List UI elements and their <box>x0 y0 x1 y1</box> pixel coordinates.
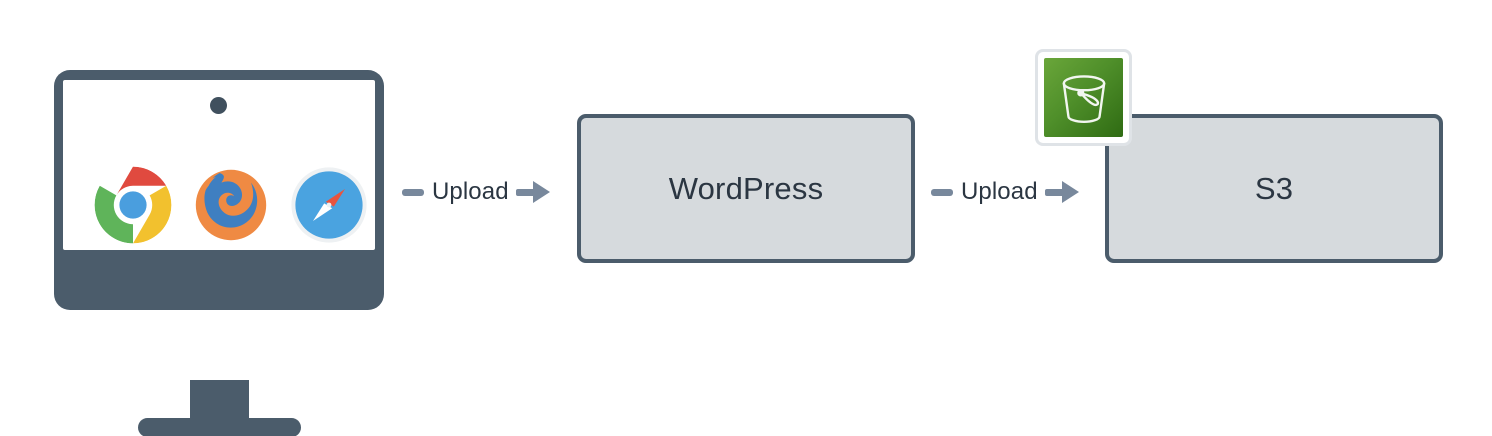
s3-bucket-icon <box>1035 49 1132 146</box>
connector-label: Upload <box>961 178 1038 205</box>
browser-icon-row <box>63 165 375 255</box>
node-s3[interactable]: S3 <box>1105 114 1443 263</box>
client-monitor-illustration <box>54 70 384 436</box>
monitor-stand-base <box>138 418 301 436</box>
node-wordpress-label: WordPress <box>668 170 824 206</box>
connector-client-to-wordpress: Upload <box>402 177 550 207</box>
connector-label: Upload <box>432 178 509 205</box>
connector-stub <box>402 188 424 196</box>
connector-wordpress-to-s3: Upload <box>931 177 1079 207</box>
monitor-stand-neck <box>190 380 249 422</box>
arrow-right-icon <box>515 181 550 203</box>
s3-bucket-icon-tile <box>1044 58 1123 137</box>
connector-stub <box>931 188 953 196</box>
arrow-right-icon <box>1044 181 1079 203</box>
node-s3-label: S3 <box>1254 170 1294 206</box>
webcam-dot-icon <box>210 97 227 114</box>
node-wordpress[interactable]: WordPress <box>577 114 915 263</box>
firefox-icon <box>191 165 271 245</box>
chrome-icon <box>93 165 173 245</box>
safari-icon <box>289 165 369 245</box>
